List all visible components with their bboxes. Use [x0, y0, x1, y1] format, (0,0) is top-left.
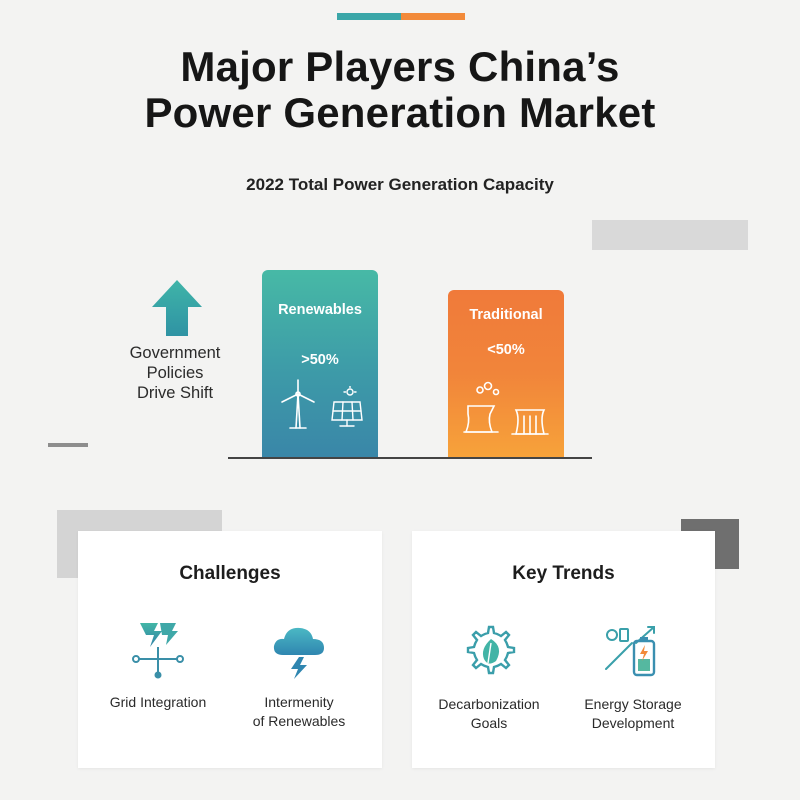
trend-item-decarbonization-line-1: Decarbonization: [438, 696, 540, 712]
policy-line-1: Government: [129, 344, 221, 362]
bar-traditional-name: Traditional: [469, 307, 543, 323]
card-challenges-title: Challenges: [179, 563, 281, 584]
bar-renewables: Renewables >50%: [262, 270, 378, 459]
page-title-line-2: Power Generation Market: [144, 89, 656, 136]
bar-traditional: Traditional <50%: [448, 290, 564, 459]
trend-item-decarbonization-label: Decarbonization Goals: [414, 695, 564, 733]
decorative-block: [592, 220, 748, 250]
trend-item-storage-line-2: Development: [591, 715, 675, 731]
subtitle: 2022 Total Power Generation Capacity: [246, 175, 554, 194]
power-plant-icon: [463, 381, 500, 433]
card-challenges: Challenges Grid Integration: [78, 531, 382, 768]
trend-item-storage: Energy Storage Development: [558, 621, 708, 733]
trend-item-decarbonization-line-2: Goals: [470, 715, 508, 731]
page-title: Major Players China’s Power Generation M…: [0, 44, 800, 136]
chart-baseline: [228, 457, 592, 459]
storm-cloud-icon: [273, 627, 324, 679]
challenge-item-grid: Grid Integration: [83, 621, 233, 712]
page-title-line-1: Major Players China’s: [180, 43, 620, 90]
decorative-dash: [48, 443, 88, 447]
policy-line-2: Policies: [146, 364, 204, 382]
trend-item-storage-label: Energy Storage Development: [558, 695, 708, 733]
bar-renewables-value: >50%: [301, 352, 339, 368]
trend-item-decarbonization: Decarbonization Goals: [414, 621, 564, 733]
solar-panel-icon: [331, 386, 363, 427]
leaf-gear-icon: [466, 625, 516, 675]
challenge-item-grid-line-1: Grid Integration: [109, 694, 207, 710]
bar-traditional-value: <50%: [487, 342, 525, 358]
challenge-item-intermittency-line-1: Intermenity: [264, 694, 334, 710]
cooling-tower-icon: [511, 409, 549, 435]
challenge-item-intermittency: Intermenity of Renewables: [224, 621, 374, 731]
challenge-item-intermittency-label: Intermenity of Renewables: [224, 693, 374, 731]
challenge-item-grid-label: Grid Integration: [83, 693, 233, 712]
card-trends-title: Key Trends: [512, 563, 615, 584]
card-trends: Key Trends Decarbonization Goals: [412, 531, 715, 768]
grid-network-icon: [132, 623, 184, 679]
challenge-item-intermittency-line-2: of Renewables: [252, 713, 346, 729]
bar-renewables-name: Renewables: [278, 302, 362, 318]
battery-icon: [605, 626, 656, 677]
up-arrow-icon: [152, 280, 202, 336]
trend-item-storage-line-1: Energy Storage: [584, 696, 682, 712]
accent-bar: [337, 13, 465, 20]
policy-line-3: Drive Shift: [136, 384, 214, 402]
policy-text: Government Policies Drive Shift: [100, 343, 250, 403]
wind-turbine-icon: [281, 379, 315, 429]
